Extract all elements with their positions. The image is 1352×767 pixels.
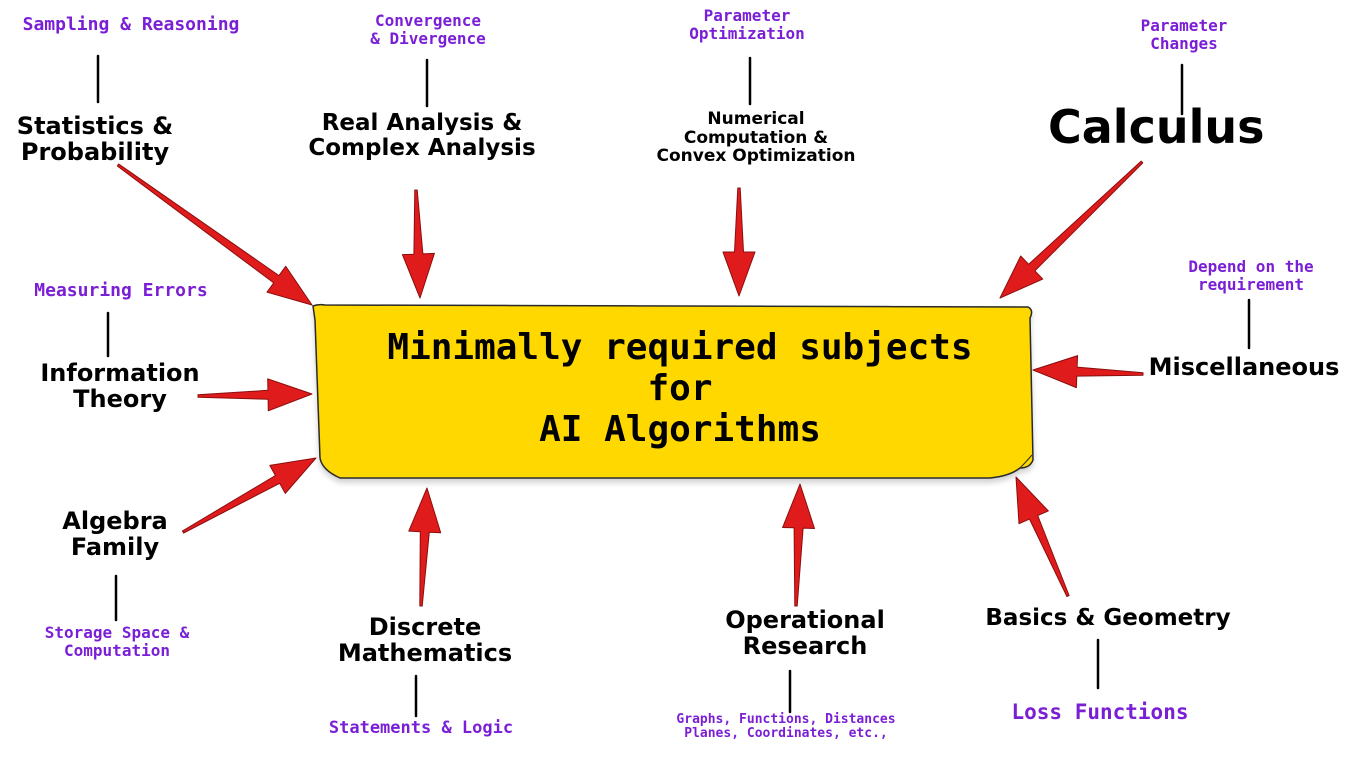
note-loss-functions: Loss Functions xyxy=(1011,700,1189,724)
subject-numerical-convex-optimization: Numerical Computation & Convex Optimizat… xyxy=(656,109,856,167)
note-sampling-reasoning: Sampling & Reasoning xyxy=(22,14,240,35)
subject-operational-research: Operational Research xyxy=(725,606,885,661)
subject-miscellaneous: Miscellaneous xyxy=(1148,353,1340,381)
arrow-statistics xyxy=(116,163,313,306)
arrow-algebra xyxy=(181,457,317,534)
note-parameter-optimization: Parameter Optimization xyxy=(689,6,805,43)
center-title: Minimally required subjects for AI Algor… xyxy=(387,327,973,450)
note-depend-on-requirement: Depend on the requirement xyxy=(1188,257,1314,294)
arrow-information-theory xyxy=(197,378,313,412)
subject-calculus: Calculus xyxy=(1048,100,1265,154)
note-convergence-divergence: Convergence & Divergence xyxy=(370,11,486,48)
box-curl xyxy=(1019,454,1033,469)
arrow-discrete xyxy=(408,487,442,607)
arrow-operational xyxy=(782,483,815,607)
note-parameter-changes: Parameter Changes xyxy=(1140,16,1228,53)
subject-algebra-family: Algebra Family xyxy=(62,507,168,562)
subject-real-complex-analysis: Real Analysis & Complex Analysis xyxy=(308,110,536,162)
subject-information-theory: Information Theory xyxy=(40,359,200,414)
arrow-miscellaneous xyxy=(1032,355,1144,389)
arrow-numerical xyxy=(722,187,756,297)
note-graphs-functions-distances: Graphs, Functions, Distances Planes, Coo… xyxy=(676,712,896,742)
note-statements-logic: Statements & Logic xyxy=(328,718,514,738)
arrows xyxy=(116,160,1144,607)
subject-basics-geometry: Basics & Geometry xyxy=(985,605,1231,631)
subject-statistics-probability: Statistics & Probability xyxy=(16,112,174,167)
arrow-calculus xyxy=(999,160,1144,299)
connector-lines xyxy=(96,54,1251,718)
note-measuring-errors: Measuring Errors xyxy=(34,280,208,301)
arrow-basics xyxy=(1015,476,1070,597)
central-box xyxy=(312,303,1034,479)
subject-discrete-mathematics: Discrete Mathematics xyxy=(337,613,513,668)
note-storage-space-computation: Storage Space & Computation xyxy=(44,623,190,660)
arrow-real-analysis xyxy=(401,189,435,299)
